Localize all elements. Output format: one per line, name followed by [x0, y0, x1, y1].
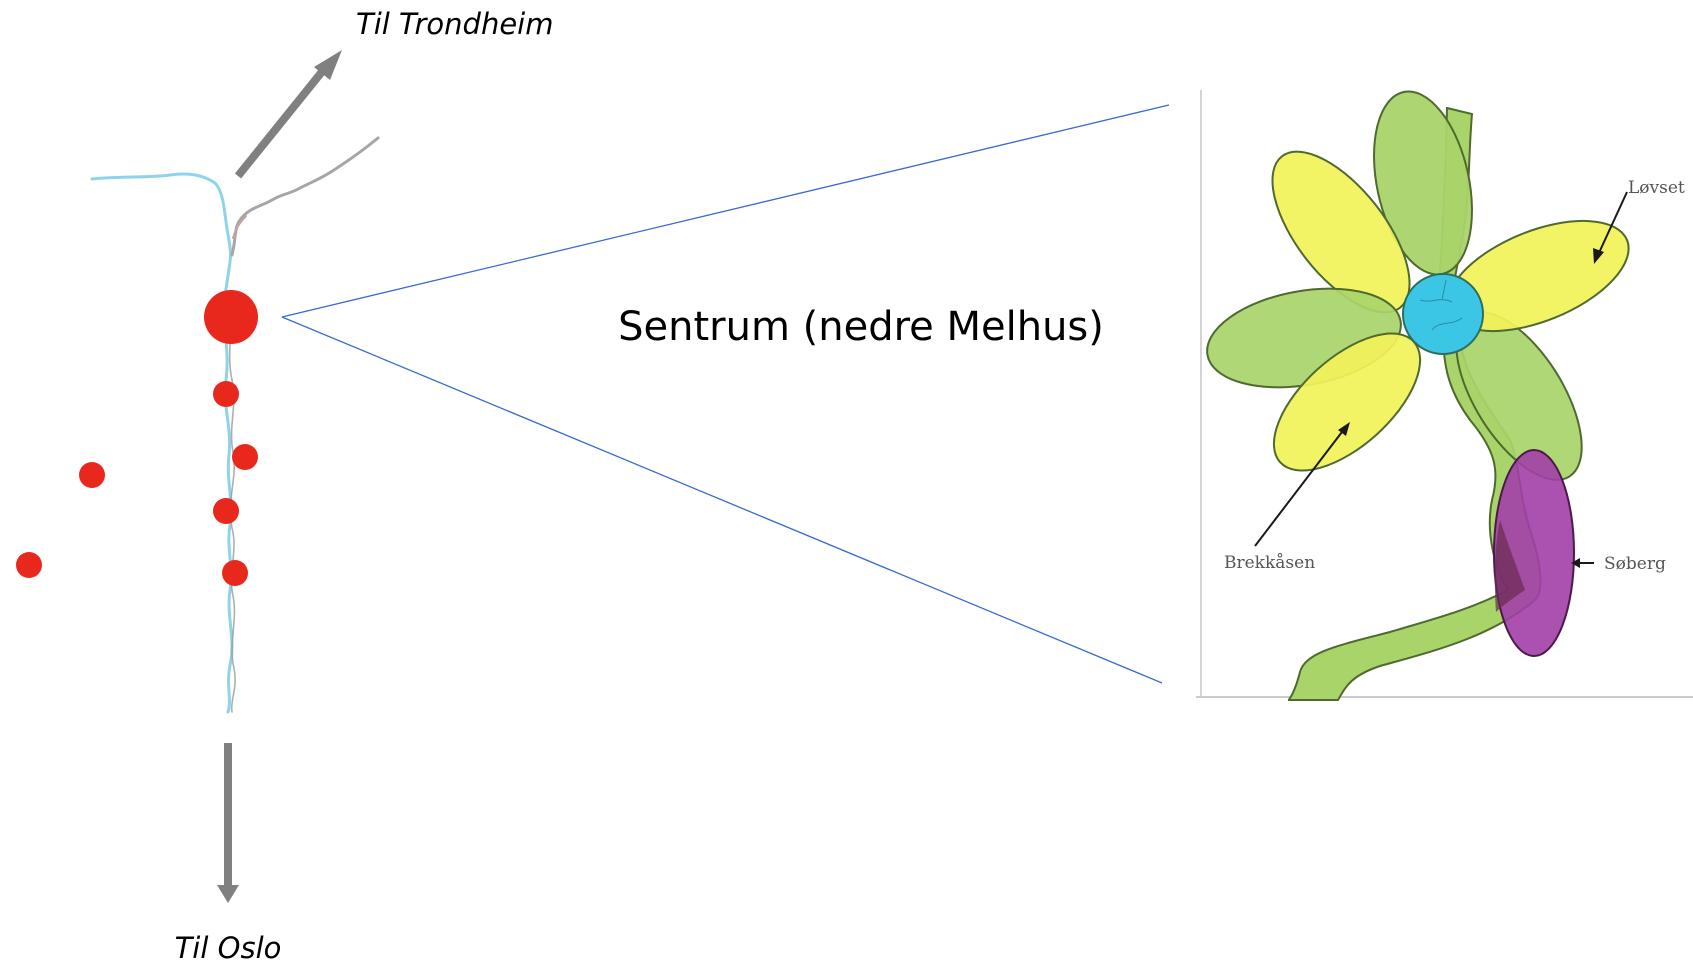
center-title: Sentrum (nedre Melhus)	[618, 304, 1104, 350]
settlement-dot	[213, 381, 239, 407]
arrow-south-head	[217, 885, 239, 903]
arrow-north-shaft	[234, 65, 329, 179]
label-to-trondheim: Til Trondheim	[356, 7, 554, 41]
settlement-dot	[222, 560, 248, 586]
pointer-lovset-head	[1593, 248, 1604, 264]
settlement-dot	[16, 552, 42, 578]
river-west-branch	[90, 172, 232, 302]
arrow-north-head	[314, 50, 342, 80]
river-main	[223, 298, 234, 714]
callout: Sentrum (nedre Melhus)	[281, 104, 1170, 684]
settlement-dot	[213, 498, 239, 524]
callout-line-lower	[281, 316, 1163, 684]
label-soberg: Søberg	[1604, 554, 1666, 574]
pointer-brekkasen-line	[1254, 427, 1346, 547]
center-circle	[1402, 273, 1484, 355]
callout-line-upper	[281, 104, 1170, 318]
center-inset: Løvset Brekkåsen Søberg	[1196, 90, 1693, 701]
settlement-dot	[232, 444, 258, 470]
pointer-brekkasen-head	[1338, 422, 1350, 436]
center-circle-detail	[1419, 279, 1463, 331]
road-northeast-accent	[232, 215, 247, 239]
road-northeast	[230, 136, 380, 257]
road-main	[228, 299, 236, 713]
area-soberg	[1493, 449, 1575, 657]
settlement-dot	[79, 462, 105, 488]
label-lovset: Løvset	[1628, 178, 1685, 198]
petal-northwest	[1271, 150, 1411, 314]
area-soberg-overlap	[1494, 520, 1525, 612]
pointer-lovset-line	[1597, 191, 1628, 256]
label-to-oslo: Til Oslo	[175, 931, 282, 964]
label-brekkasen: Brekkåsen	[1224, 553, 1315, 573]
settlement-map: Til Trondheim Til Oslo	[16, 7, 554, 965]
pointer-soberg-head	[1571, 558, 1580, 568]
settlement-center-dot	[204, 290, 258, 344]
